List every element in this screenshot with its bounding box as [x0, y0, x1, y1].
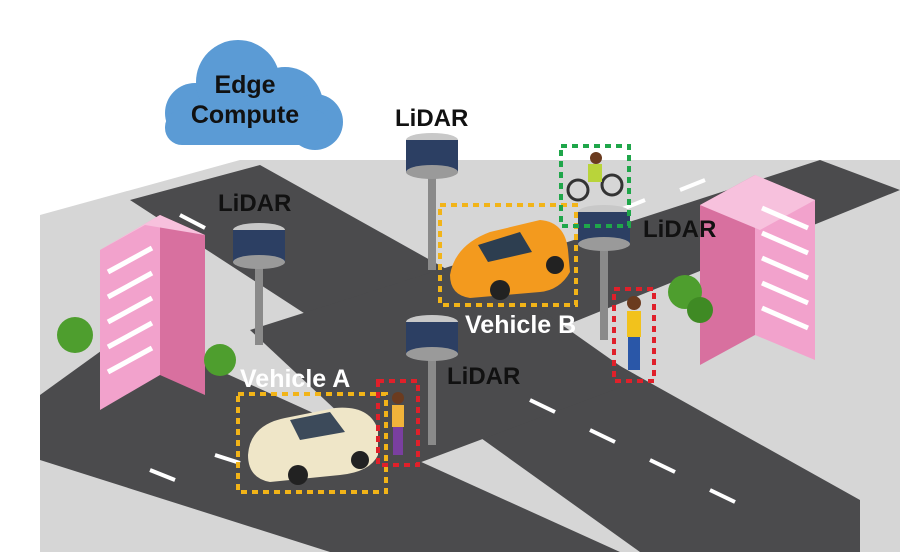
edge-label-line1: Edge: [214, 71, 276, 99]
lidar-label-center: LiDAR: [447, 363, 521, 390]
lidar-pole-right: [578, 205, 630, 340]
edge-compute-label: Edge Compute: [160, 70, 330, 130]
vehicle-b-car: [450, 220, 570, 300]
pedestrian-a-box: [376, 379, 420, 467]
lidar-pole-top: [406, 133, 458, 270]
edge-compute-cloud: [165, 40, 343, 150]
cyclist-box: [559, 144, 631, 228]
pedestrian-b: [627, 296, 641, 370]
vehicle-b-box: [438, 203, 578, 307]
vehicle-b-label: Vehicle B: [465, 311, 577, 339]
cyclist: [566, 152, 624, 202]
lidar-pole-left: [233, 223, 285, 345]
edge-label-line2: Compute: [190, 101, 300, 129]
lidar-label-top: LiDAR: [395, 105, 469, 132]
vehicle-a-box: [236, 392, 388, 494]
lidar-label-right: LiDAR: [643, 216, 717, 243]
vehicle-a-label: Vehicle A: [240, 365, 351, 393]
lidar-label-left: LiDAR: [218, 190, 292, 217]
lidar-pole-center: [406, 315, 458, 445]
building-right: [668, 175, 815, 365]
vehicle-a-car: [248, 407, 378, 485]
pedestrian-a: [392, 392, 404, 455]
building-left: [57, 215, 236, 410]
